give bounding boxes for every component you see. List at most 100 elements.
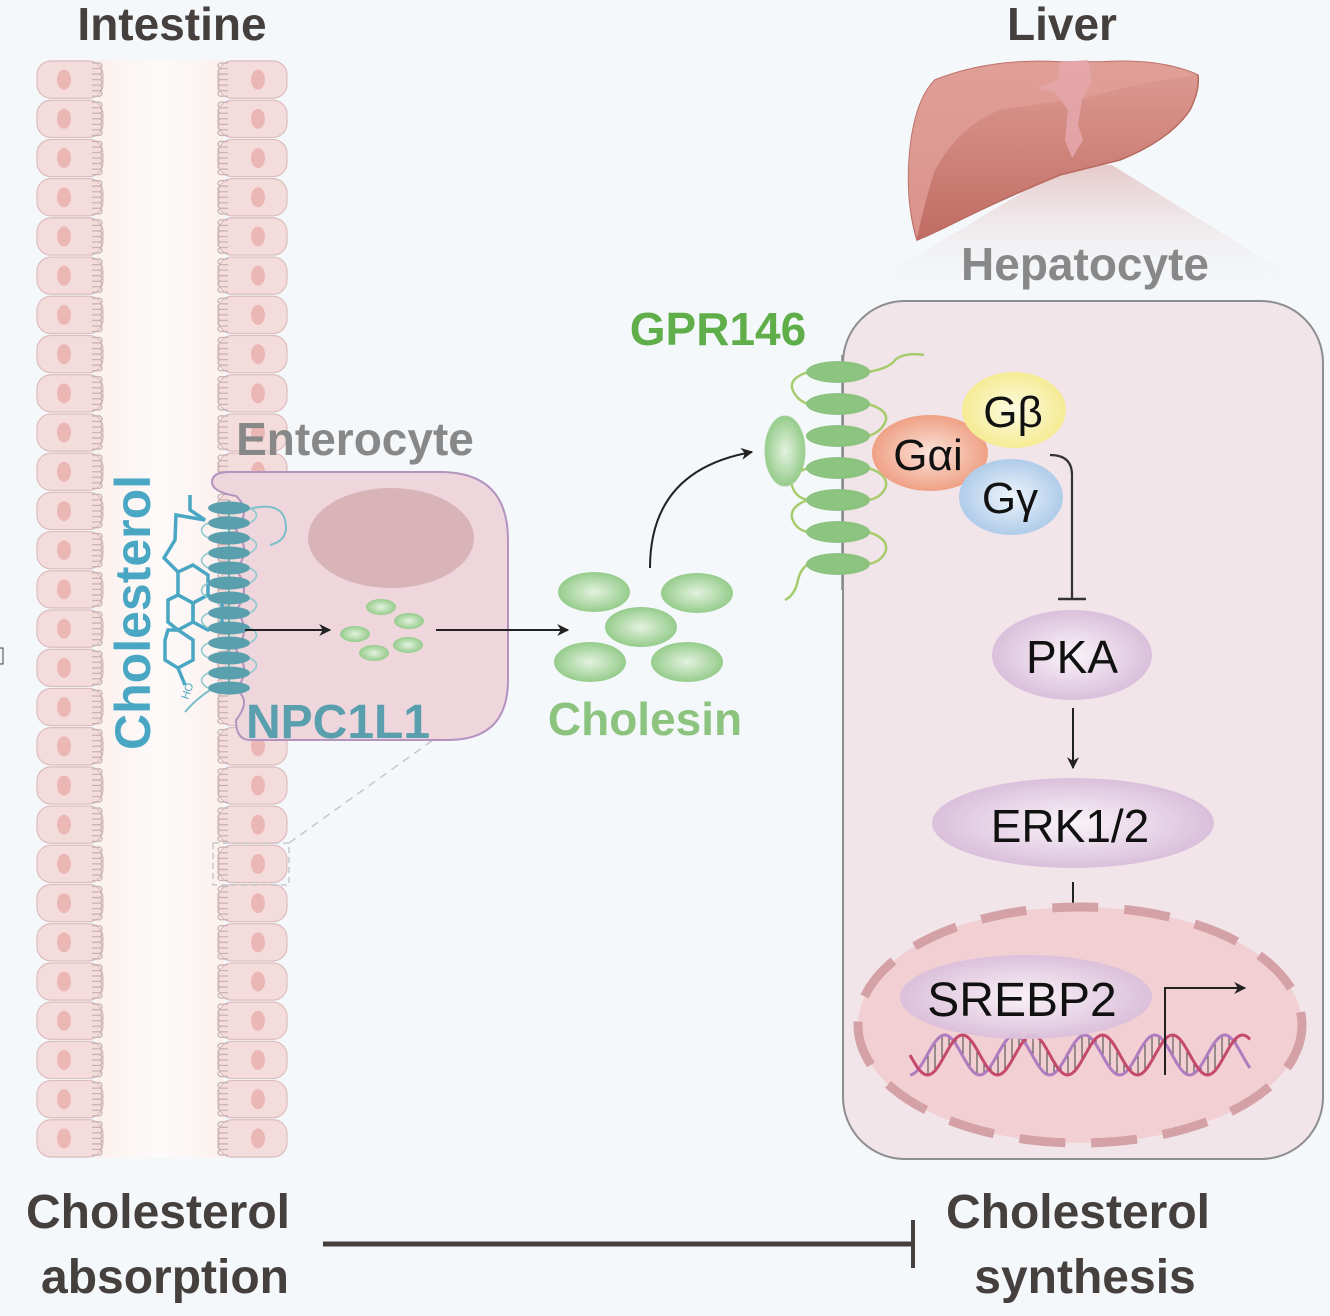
cholesin-label: Cholesin bbox=[548, 693, 742, 745]
cell-nucleus bbox=[251, 1128, 265, 1149]
cell-nucleus bbox=[251, 69, 265, 90]
cholesin-particle bbox=[393, 637, 423, 653]
cholesin-particle bbox=[605, 607, 677, 647]
microvilli bbox=[217, 101, 228, 137]
npc1l1-loop bbox=[200, 522, 209, 539]
cholesin-particle bbox=[340, 626, 370, 642]
microvilli bbox=[217, 925, 228, 960]
cell-nucleus bbox=[57, 853, 71, 874]
gpr146-label: GPR146 bbox=[630, 303, 806, 355]
npc1l1-segment bbox=[208, 636, 250, 650]
npc1l1-loop bbox=[200, 672, 209, 689]
cell-nucleus bbox=[251, 893, 265, 914]
microvilli bbox=[92, 964, 103, 999]
zoom-line bbox=[288, 734, 441, 844]
binding-arrow bbox=[649, 447, 754, 569]
gpr146-segment bbox=[806, 553, 870, 575]
cell-nucleus bbox=[57, 344, 71, 365]
npc1l1-loop bbox=[249, 507, 258, 524]
cell-nucleus bbox=[251, 1089, 265, 1110]
intestine-title: Intestine bbox=[77, 0, 266, 50]
g-gamma-label: Gγ bbox=[982, 474, 1038, 523]
microvilli bbox=[217, 885, 228, 921]
npc1l1-loop bbox=[249, 657, 258, 674]
npc1l1-segment bbox=[208, 591, 250, 605]
npc1l1-segment bbox=[208, 576, 250, 590]
g-alpha-i-label: Gαi bbox=[893, 431, 962, 480]
microvilli bbox=[92, 572, 103, 607]
cell-nucleus bbox=[251, 383, 265, 404]
cell-nucleus bbox=[57, 69, 71, 90]
erk-label: ERK1/2 bbox=[991, 800, 1150, 852]
cholesin-particle bbox=[394, 613, 424, 629]
microvilli bbox=[92, 611, 103, 646]
microvilli bbox=[92, 179, 103, 215]
microvilli bbox=[92, 62, 103, 97]
microvilli bbox=[217, 728, 228, 764]
cell-nucleus bbox=[57, 461, 71, 482]
cell-nucleus bbox=[57, 1089, 71, 1110]
cell-nucleus bbox=[251, 187, 265, 208]
zoom-indicator bbox=[212, 734, 441, 886]
microvilli bbox=[92, 846, 103, 882]
cell-nucleus bbox=[57, 1010, 71, 1031]
microvilli bbox=[217, 1121, 228, 1156]
cell-nucleus bbox=[251, 736, 265, 757]
cell-nucleus bbox=[57, 383, 71, 404]
intestinal-lumen bbox=[96, 60, 224, 1158]
cell-nucleus bbox=[251, 1010, 265, 1031]
cell-nucleus bbox=[57, 108, 71, 129]
npc1l1-transporter bbox=[184, 500, 287, 713]
enterocyte-nucleus bbox=[308, 488, 474, 588]
cell-nucleus bbox=[251, 1049, 265, 1070]
cell-nucleus bbox=[57, 304, 71, 325]
cell-nucleus bbox=[57, 1128, 71, 1149]
microvilli bbox=[92, 650, 103, 686]
cell-nucleus bbox=[251, 226, 265, 247]
intestine-tissue bbox=[36, 60, 288, 1158]
cholesterol-label: Cholesterol bbox=[105, 475, 161, 750]
erk-node bbox=[932, 778, 1214, 868]
microvilli bbox=[92, 532, 103, 568]
microvilli bbox=[217, 768, 228, 803]
hepatocyte-title: Hepatocyte bbox=[961, 238, 1209, 290]
intracellular-cholesin-cluster bbox=[340, 599, 424, 661]
cell-nucleus bbox=[57, 697, 71, 718]
cholesin-cluster bbox=[554, 572, 733, 682]
npc1l1-segment bbox=[208, 561, 250, 575]
cell-nucleus bbox=[57, 618, 71, 639]
cell-nucleus bbox=[57, 971, 71, 992]
dna-strand bbox=[909, 1033, 1252, 1077]
zoom-box bbox=[212, 842, 290, 886]
microvilli bbox=[92, 336, 103, 372]
npc1l1-loop bbox=[249, 537, 258, 554]
npc1l1-label: NPC1L1 bbox=[246, 696, 430, 749]
cell-nucleus bbox=[57, 500, 71, 521]
cholesin-particle bbox=[558, 572, 630, 612]
cell-nucleus bbox=[57, 657, 71, 678]
npc1l1-segment bbox=[208, 666, 250, 680]
microvilli bbox=[217, 62, 228, 97]
microvilli bbox=[92, 728, 103, 764]
microvilli bbox=[217, 336, 228, 372]
cell-nucleus bbox=[251, 853, 265, 874]
gpr146-segment bbox=[806, 425, 870, 447]
liver-organ-icon bbox=[907, 60, 1200, 241]
microvilli bbox=[217, 415, 228, 450]
cell-nucleus bbox=[251, 775, 265, 796]
microvilli bbox=[217, 1042, 228, 1078]
microvilli bbox=[217, 1081, 228, 1117]
microvilli bbox=[217, 219, 228, 254]
cholesin-particle bbox=[359, 645, 389, 661]
cell-nucleus bbox=[57, 422, 71, 443]
intestine-cell-rows bbox=[36, 60, 288, 1158]
npc1l1-loop bbox=[249, 567, 258, 584]
cell-nucleus bbox=[251, 344, 265, 365]
microvilli bbox=[217, 376, 228, 411]
microvilli bbox=[217, 964, 228, 999]
microvilli bbox=[92, 140, 103, 176]
cell-nucleus bbox=[57, 775, 71, 796]
gpr146-receptor bbox=[784, 352, 925, 602]
cell-nucleus bbox=[57, 265, 71, 286]
cell-nucleus bbox=[57, 1049, 71, 1070]
